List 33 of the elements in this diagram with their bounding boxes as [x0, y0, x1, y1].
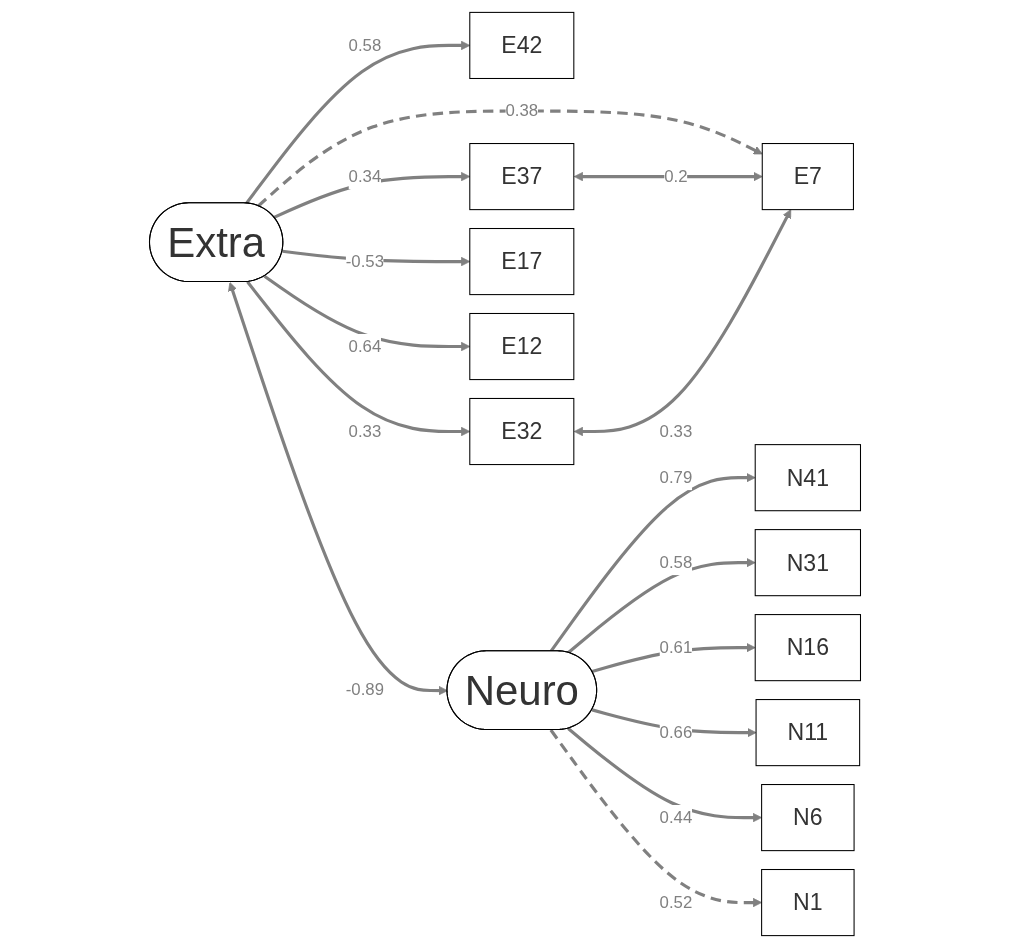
edge-label: 0.44: [659, 808, 693, 826]
edge-label: 0.38: [505, 101, 539, 120]
edge-label: 0.79: [659, 468, 693, 487]
arrow: [257, 109, 763, 208]
node-box: E32: [469, 397, 575, 466]
node-box: E7: [761, 143, 854, 211]
edge-label: 0.33: [348, 422, 382, 440]
arrow: [573, 209, 792, 437]
edge-label: 0.58: [348, 36, 382, 54]
edge-label: 0.33: [659, 422, 693, 440]
node-box: N31: [754, 529, 861, 597]
arrow: [573, 171, 763, 182]
edge-label: 0.52: [659, 893, 693, 911]
node-box: E37: [469, 143, 575, 211]
node-box: N6: [761, 784, 855, 852]
edge-label: 0.34: [348, 167, 382, 185]
edge-label: -0.53: [345, 252, 385, 270]
node-box: E12: [469, 312, 575, 381]
arrow: [549, 473, 756, 653]
edge-label: 0.61: [659, 638, 693, 657]
node-box: N41: [754, 444, 861, 512]
node-box: N16: [754, 614, 861, 682]
node-box: N11: [755, 699, 861, 767]
arrow: [567, 558, 756, 654]
node-box: E42: [469, 11, 575, 79]
node-box: E17: [469, 228, 575, 296]
edge-label: 0.58: [659, 553, 693, 572]
edge-label: 0.64: [348, 337, 382, 355]
edge-label: 0.2: [664, 167, 688, 185]
edge-label: -0.89: [345, 680, 385, 699]
node-box: N1: [761, 869, 855, 937]
edge-label: 0.66: [659, 723, 693, 741]
arrow: [228, 282, 448, 696]
